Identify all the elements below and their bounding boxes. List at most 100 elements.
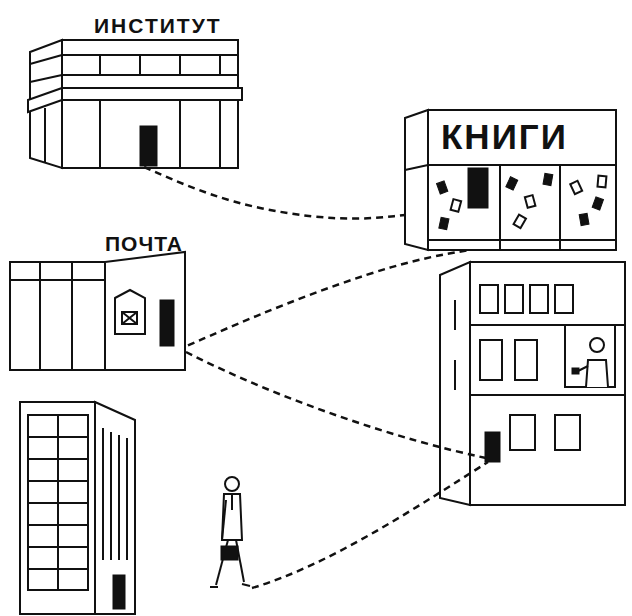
residential-house-part bbox=[530, 285, 548, 313]
institute-building-part bbox=[99, 100, 101, 168]
bookstore-building-part bbox=[428, 239, 616, 241]
tall-building-part bbox=[95, 402, 135, 614]
walking-man-part bbox=[231, 494, 233, 510]
institute-building-part bbox=[30, 75, 62, 82]
walk-route-part bbox=[252, 462, 488, 588]
residential-house-part bbox=[470, 394, 625, 396]
residential-house-part bbox=[485, 432, 500, 462]
residential-house-part bbox=[565, 325, 615, 387]
institute-building-part bbox=[62, 74, 238, 76]
institute-building-part bbox=[62, 54, 238, 56]
walking-man-part bbox=[222, 494, 242, 540]
tall-building-part bbox=[28, 458, 88, 460]
walking-man-part bbox=[221, 546, 238, 560]
bookstore-building-part bbox=[579, 213, 589, 225]
tall-building-part bbox=[28, 480, 88, 482]
building-sign: КНИГИ bbox=[441, 119, 568, 154]
post-office-building-part bbox=[160, 300, 174, 346]
institute-building-part bbox=[179, 55, 181, 75]
institute-building-part bbox=[219, 100, 221, 168]
institute-building bbox=[28, 40, 242, 168]
residential-house-part bbox=[480, 285, 498, 313]
institute-building-part bbox=[30, 55, 62, 64]
bookstore-building-part bbox=[597, 176, 606, 188]
institute-building-part bbox=[44, 108, 46, 163]
institute-building-part bbox=[139, 55, 141, 75]
residential-house bbox=[440, 262, 625, 505]
bookstore-building-part bbox=[468, 168, 488, 208]
tall-building-part bbox=[28, 546, 88, 548]
tall-building-part bbox=[118, 435, 120, 560]
building-node: ИНСТИТУТ bbox=[28, 12, 243, 167]
building-sign: ИНСТИТУТ bbox=[94, 15, 222, 36]
residential-house-part bbox=[454, 360, 456, 390]
building-node: ПОЧТА bbox=[8, 228, 188, 373]
walking-man-part bbox=[225, 477, 239, 491]
residential-house-part bbox=[586, 360, 608, 387]
tall-building-part bbox=[113, 575, 125, 609]
building-node: КНИГИ bbox=[405, 110, 620, 250]
post-office-building-part bbox=[39, 262, 41, 370]
bookstore-building-part bbox=[437, 181, 448, 194]
bookstore-building-part bbox=[592, 197, 603, 210]
residential-house-part bbox=[510, 415, 535, 450]
institute-building-part bbox=[219, 55, 221, 75]
residential-house-part bbox=[590, 338, 604, 352]
tall-building-part bbox=[28, 502, 88, 504]
walk-route-part bbox=[186, 352, 486, 458]
bookstore-building-part bbox=[405, 165, 428, 170]
post-office-building-part bbox=[122, 312, 137, 324]
residential-house-part bbox=[555, 415, 580, 450]
route-connector bbox=[144, 167, 405, 219]
tall-building-part bbox=[20, 402, 95, 614]
walking-man-part bbox=[210, 586, 218, 588]
bookstore-building-part bbox=[525, 195, 536, 208]
tall-building-part bbox=[28, 568, 88, 570]
residential-house-part bbox=[480, 340, 502, 380]
residential-house-part bbox=[454, 300, 456, 330]
residential-house-part bbox=[440, 262, 470, 505]
bookstore-building-part bbox=[451, 199, 462, 212]
walking-man-part bbox=[222, 500, 226, 540]
bookstore-building-part bbox=[405, 110, 428, 250]
institute-building-part bbox=[140, 126, 157, 166]
tall-building-part bbox=[28, 415, 88, 590]
post-office-building-part bbox=[10, 279, 105, 281]
post-office-building-part bbox=[122, 312, 137, 324]
bookstore-building bbox=[405, 110, 616, 250]
institute-building-part bbox=[62, 40, 238, 168]
bookstore-building-part bbox=[428, 164, 616, 166]
residential-house-part bbox=[555, 285, 573, 313]
residential-house-part bbox=[470, 262, 625, 505]
residential-house-part bbox=[505, 285, 523, 313]
walking-man bbox=[210, 477, 250, 587]
tall-building-part bbox=[28, 436, 88, 438]
tall-building-part bbox=[110, 432, 112, 560]
bookstore-building-part bbox=[514, 215, 526, 229]
post-office-building-part bbox=[71, 262, 73, 370]
post-office-building-part bbox=[105, 252, 185, 370]
building-sign: ПОЧТА bbox=[105, 233, 183, 254]
bookstore-building-part bbox=[559, 165, 561, 250]
institute-building-part bbox=[62, 88, 242, 100]
post-office-building bbox=[10, 252, 185, 370]
tall-building-part bbox=[102, 428, 104, 560]
tall-building bbox=[20, 402, 135, 614]
residential-house-part bbox=[515, 340, 537, 380]
post-office-building-part bbox=[115, 290, 145, 334]
post-office-building-part bbox=[122, 312, 137, 324]
residential-house-part bbox=[572, 368, 579, 374]
institute-building-part bbox=[179, 100, 181, 168]
bookstore-building-part bbox=[570, 181, 582, 194]
tall-building-part bbox=[126, 438, 128, 560]
tall-building-part bbox=[28, 524, 88, 526]
walking-man-part bbox=[242, 584, 250, 586]
walk-route bbox=[186, 352, 488, 588]
bookstore-building-part bbox=[439, 217, 449, 229]
bookstore-building-part bbox=[499, 165, 501, 250]
bookstore-building-part bbox=[506, 177, 518, 190]
bookstore-building-part bbox=[543, 173, 553, 185]
